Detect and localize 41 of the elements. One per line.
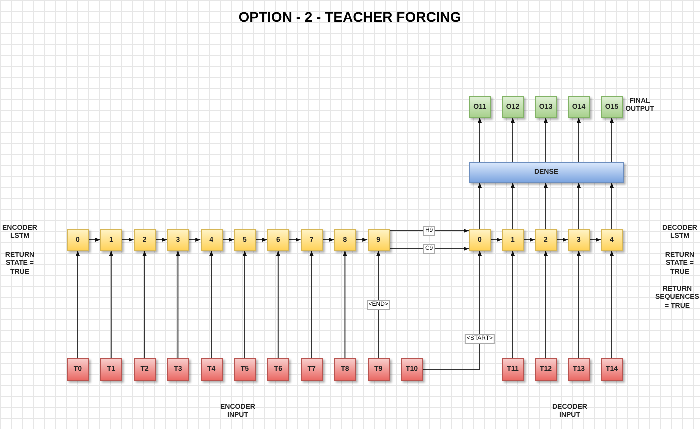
arrow	[343, 250, 348, 358]
arrow	[577, 118, 581, 162]
arrow	[122, 238, 134, 242]
arrow	[544, 118, 548, 162]
arrow	[88, 238, 101, 242]
arrow	[210, 250, 214, 358]
arrow	[389, 247, 470, 251]
arrow	[610, 118, 614, 162]
arrow	[511, 250, 515, 358]
diagram-title: OPTION - 2 - TEACHER FORCING	[238, 9, 462, 25]
arrow	[310, 250, 314, 358]
arrow	[389, 229, 470, 233]
arrow	[376, 250, 381, 358]
arrow	[610, 182, 614, 230]
arrow	[490, 238, 502, 242]
arrow	[422, 250, 482, 370]
arrow	[610, 250, 614, 358]
arrow	[142, 250, 147, 358]
arrow	[155, 238, 168, 242]
arrow	[524, 238, 536, 242]
arrow	[577, 182, 581, 230]
arrow	[176, 250, 180, 358]
arrow	[243, 250, 247, 358]
arrow	[322, 238, 335, 242]
arrow	[109, 250, 114, 358]
arrow	[590, 238, 602, 242]
arrow	[222, 238, 234, 242]
arrow	[511, 118, 515, 162]
arrow	[256, 238, 268, 242]
arrow	[76, 250, 80, 358]
arrow	[577, 250, 581, 358]
arrow	[188, 238, 202, 242]
arrow	[356, 238, 368, 242]
arrow	[288, 238, 302, 242]
arrow	[544, 250, 548, 358]
arrow	[478, 118, 482, 162]
arrow	[544, 182, 548, 230]
arrow	[478, 182, 482, 230]
arrow	[556, 238, 568, 242]
arrow	[511, 182, 515, 230]
arrow	[276, 250, 280, 358]
